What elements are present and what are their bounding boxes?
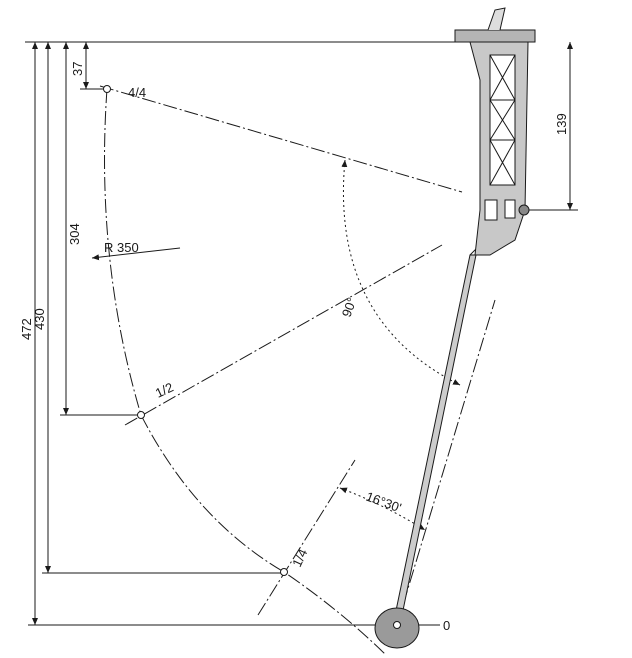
dim-label-37: 37 [70,62,85,76]
sweep-angle-label: 90° [339,295,360,319]
dim-label-304: 304 [67,223,82,245]
radius-leader [91,247,181,261]
position-label-quarter: 1/4 [289,547,310,570]
position-label-full: 4/4 [128,85,146,100]
float-arc [104,88,387,656]
dim-label-139: 139 [554,113,569,135]
empty-angle-label: 16°30' [364,489,404,516]
float-point-full [103,85,111,93]
sender-unit [454,7,536,256]
sweep-angle-arc [341,159,461,386]
position-label-empty: 0 [443,618,450,633]
radial-line-empty [396,299,496,626]
radius-label: R 350 [104,240,139,255]
pivot-point [393,621,401,629]
float-arm [392,254,477,626]
position-label-half: 1/2 [153,379,176,400]
radial-line-quarter [257,459,356,616]
float-point-half [137,411,145,419]
dim-label-430: 430 [32,308,47,330]
radial-line-half [124,244,443,426]
float-point-quarter [280,568,288,576]
radial-line-full [99,85,463,193]
dim-label-472: 472 [19,318,34,340]
